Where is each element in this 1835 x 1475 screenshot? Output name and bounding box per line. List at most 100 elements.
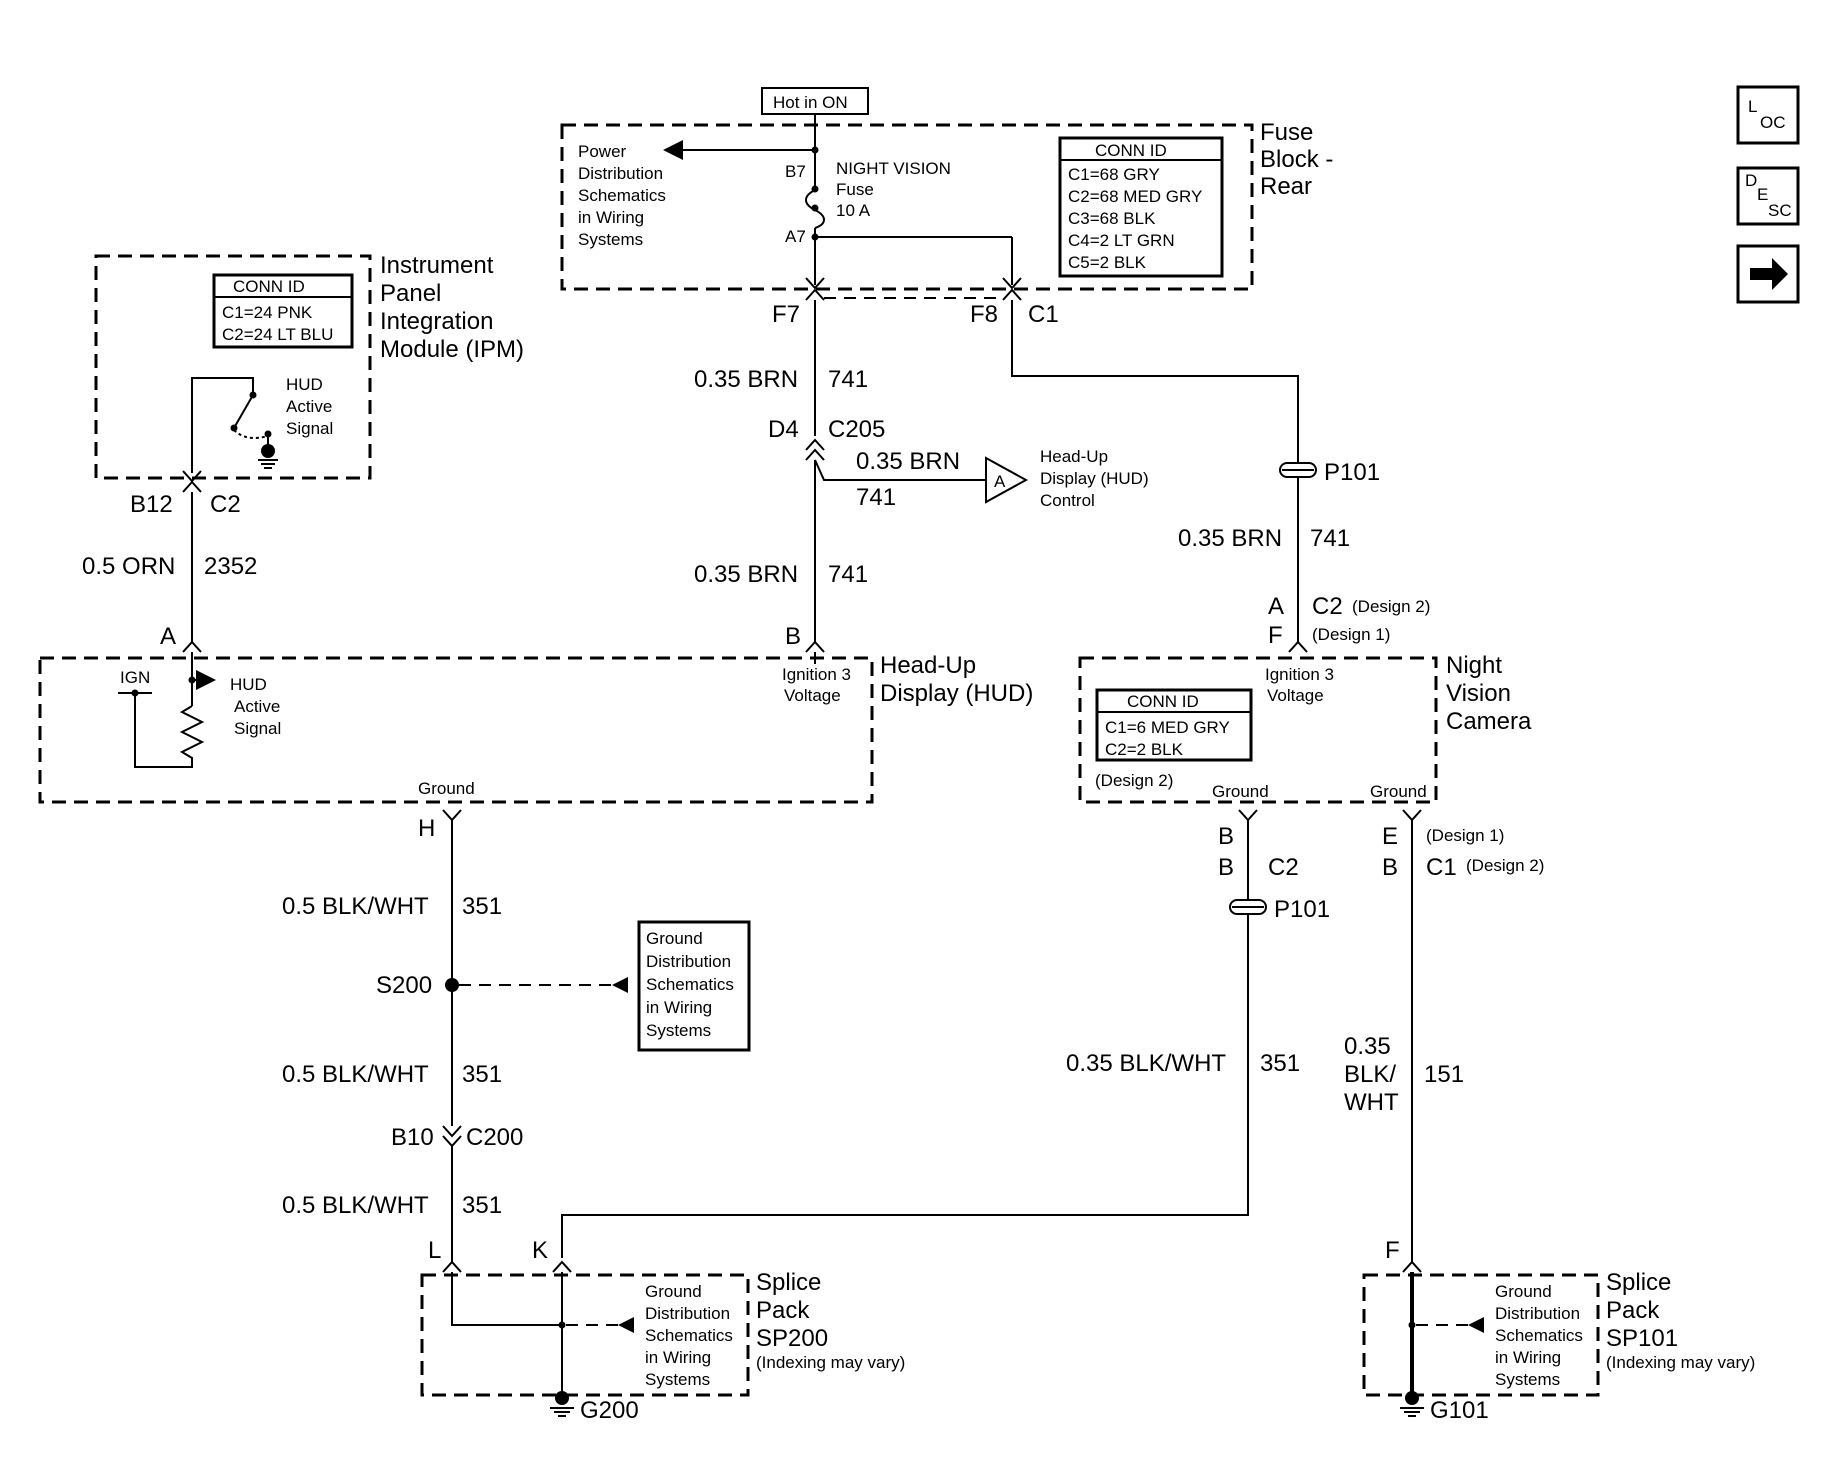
svg-text:Active: Active [234, 697, 280, 716]
brn-top-circuit: 741 [828, 366, 868, 393]
desc-button[interactable]: D E SC [1736, 166, 1800, 226]
svg-text:C1=68 GRY: C1=68 GRY [1068, 165, 1160, 184]
hot-in-on-label: Hot in ON [773, 93, 848, 112]
svg-text:Vision: Vision [1446, 680, 1511, 707]
svg-text:Display (HUD): Display (HUD) [1040, 469, 1149, 488]
svg-text:10 A: 10 A [836, 201, 871, 220]
hud-pin-a: A [160, 623, 176, 650]
svg-text:Ignition 3: Ignition 3 [1265, 665, 1334, 684]
svg-text:SP200: SP200 [756, 1325, 828, 1352]
camera-outline [1078, 656, 1438, 804]
svg-text:Schematics: Schematics [578, 186, 666, 205]
camera-title: Night Vision Camera [1446, 652, 1532, 735]
blkwht2-circuit: 351 [462, 1061, 502, 1088]
ipm-title: Instrument Panel Integration Module (IPM… [380, 252, 524, 363]
camera-pin-b1: B [1218, 823, 1234, 850]
camera-connector-c2: C2 [1312, 593, 1343, 620]
svg-text:Pack: Pack [1606, 1297, 1660, 1324]
design2b-label: (Design 2) [1466, 856, 1544, 875]
ipm-conn-id: CONN ID C1=24 PNK C2=24 LT BLU [212, 273, 354, 349]
design1-label: (Design 1) [1312, 625, 1390, 644]
p101-bottom-connector [1229, 899, 1267, 915]
svg-text:Camera: Camera [1446, 708, 1532, 735]
power-distribution-ref: Power Distribution Schematics in Wiring … [578, 142, 666, 249]
sp200-pin-l: L [428, 1237, 441, 1264]
svg-text:Distribution: Distribution [646, 952, 731, 971]
p101-bottom-label: P101 [1274, 896, 1330, 923]
svg-text:Pack: Pack [756, 1297, 810, 1324]
loc-button[interactable]: L OC [1736, 85, 1800, 145]
hud-pin-h: H [418, 815, 435, 842]
svg-text:Distribution: Distribution [1495, 1304, 1580, 1323]
svg-text:Splice: Splice [1606, 1269, 1671, 1296]
svg-text:in Wiring: in Wiring [1495, 1348, 1561, 1367]
svg-text:Instrument: Instrument [380, 252, 494, 279]
connector-c2: C2 [210, 491, 241, 518]
svg-text:CONN ID: CONN ID [1095, 141, 1167, 160]
pin-a7: A7 [785, 227, 806, 246]
blkwht1-gauge: 0.5 BLK/WHT [282, 893, 429, 920]
brn-right-gauge: 0.35 BRN [1178, 525, 1282, 552]
connector-c1: C1 [1028, 301, 1059, 328]
svg-text:HUD: HUD [230, 675, 267, 694]
camera-ground-gauge: 0.35 BLK/WHT [1066, 1050, 1226, 1077]
svg-text:(Indexing may vary): (Indexing may vary) [1606, 1353, 1755, 1372]
sp101-outline [1362, 1273, 1600, 1397]
svg-text:Schematics: Schematics [1495, 1326, 1583, 1345]
fuse-block-conn-id: CONN ID C1=68 GRY C2=68 MED GRY C3=68 BL… [1058, 136, 1224, 278]
sp101-pin-f: F [1385, 1237, 1400, 1264]
svg-text:in Wiring: in Wiring [578, 208, 644, 227]
camera-ground-1: Ground [1212, 782, 1269, 801]
g200-label: G200 [580, 1397, 639, 1424]
svg-text:Fuse: Fuse [836, 180, 874, 199]
svg-text:Control: Control [1040, 491, 1095, 510]
ground-distribution-ref: Ground Distribution Schematics in Wiring… [637, 920, 751, 1052]
pin-b7: B7 [785, 162, 806, 181]
svg-text:C2=24 LT BLU: C2=24 LT BLU [222, 325, 333, 344]
blkwht1-circuit: 351 [462, 893, 502, 920]
p101-top-connector [1279, 462, 1317, 478]
sp101-ground-ref: Ground Distribution Schematics in Wiring… [1495, 1282, 1583, 1389]
svg-text:Splice: Splice [756, 1269, 821, 1296]
s200-splice [445, 978, 459, 992]
brn-branch-circuit: 741 [856, 484, 896, 511]
fuse-block-title: Fuse Block - Rear [1260, 119, 1333, 200]
svg-text:Ground: Ground [645, 1282, 702, 1301]
svg-text:Rear: Rear [1260, 173, 1312, 200]
svg-text:CONN ID: CONN ID [1127, 692, 1199, 711]
svg-text:NIGHT VISION: NIGHT VISION [836, 159, 951, 178]
svg-text:Ignition 3: Ignition 3 [782, 665, 851, 684]
brn-right-circuit: 741 [1310, 525, 1350, 552]
svg-text:Module (IPM): Module (IPM) [380, 336, 524, 363]
c200-pin: B10 [391, 1124, 434, 1151]
camera-connector-c2b: C2 [1268, 854, 1299, 881]
svg-text:Ground: Ground [1495, 1282, 1552, 1301]
desc-label-e: E [1757, 185, 1768, 204]
camera-pin-e: E [1382, 823, 1398, 850]
svg-text:C3=68 BLK: C3=68 BLK [1068, 209, 1156, 228]
svg-text:Distribution: Distribution [645, 1304, 730, 1323]
svg-text:Systems: Systems [646, 1021, 711, 1040]
svg-text:CONN ID: CONN ID [233, 277, 305, 296]
pin-f7: F7 [772, 301, 800, 328]
next-page-button[interactable] [1736, 244, 1800, 304]
desc-label-d: D [1745, 171, 1757, 190]
sp200-title: Splice Pack SP200 (Indexing may vary) [756, 1269, 905, 1372]
svg-text:Power: Power [578, 142, 627, 161]
pin-f8: F8 [970, 301, 998, 328]
svg-text:Schematics: Schematics [646, 975, 734, 994]
hud-title: Head-Up Display (HUD) [880, 652, 1033, 707]
svg-text:Block -: Block - [1260, 146, 1333, 173]
svg-text:C4=2 LT GRN: C4=2 LT GRN [1068, 231, 1175, 250]
svg-text:Distribution: Distribution [578, 164, 663, 183]
svg-text:Voltage: Voltage [1267, 686, 1324, 705]
blk151-gauge-3: WHT [1344, 1089, 1399, 1116]
camera-conn-id: CONN ID C1=6 MED GRY C2=2 BLK [1095, 688, 1253, 762]
sp200-pin-k: K [532, 1237, 548, 1264]
svg-text:Ground: Ground [646, 929, 703, 948]
ipm-outline [94, 254, 372, 480]
g101-label: G101 [1430, 1397, 1489, 1424]
svg-text:Systems: Systems [578, 230, 643, 249]
